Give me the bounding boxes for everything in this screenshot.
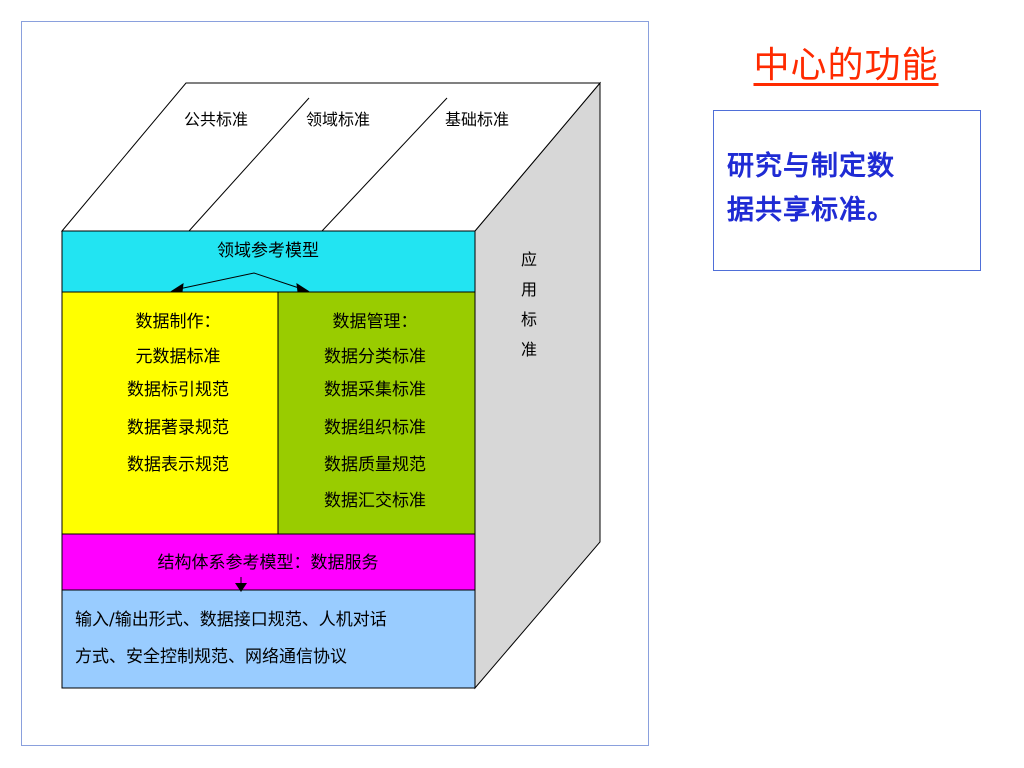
description-text: 研究与制定数 据共享标准。 <box>727 145 970 233</box>
data-production-item: 数据表示规范 <box>127 455 229 475</box>
data-production-item: 元数据标准 <box>136 347 221 367</box>
io-block <box>61 589 476 689</box>
top-label-domain: 领域标准 <box>306 110 370 129</box>
data-management-title: 数据管理： <box>333 312 418 332</box>
diagram-frame: 公共标准 领域标准 基础标准 应 用 标 准 领域参考模型 数据制作： 元数据标… <box>21 21 649 746</box>
domain-model-label: 领域参考模型 <box>217 241 319 261</box>
data-management-item: 数据分类标准 <box>324 347 426 367</box>
top-label-public: 公共标准 <box>184 110 248 129</box>
data-management-block <box>277 291 476 535</box>
data-management-item: 数据组织标准 <box>324 418 426 438</box>
io-line-2: 方式、安全控制规范、网络通信协议 <box>75 647 347 667</box>
domain-model-band <box>61 230 476 293</box>
data-production-block <box>61 291 279 535</box>
data-production-title: 数据制作： <box>136 312 221 332</box>
side-label-char-4: 准 <box>521 340 537 359</box>
top-divider-1 <box>188 97 310 232</box>
description-line: 研究与制定数 <box>727 151 895 182</box>
data-production-item: 数据著录规范 <box>127 418 229 438</box>
side-label-char-2: 用 <box>521 280 537 299</box>
description-box: 研究与制定数 据共享标准。 <box>713 110 981 271</box>
down-arrow-icon <box>235 577 247 592</box>
data-management-item: 数据质量规范 <box>324 455 426 475</box>
side-label-char-3: 标 <box>521 310 537 329</box>
description-line: 据共享标准。 <box>727 195 895 226</box>
center-function-title: 中心的功能 <box>753 45 939 86</box>
standards-cube-diagram: 公共标准 领域标准 基础标准 应 用 标 准 领域参考模型 数据制作： 元数据标… <box>60 81 602 690</box>
data-management-item: 数据采集标准 <box>324 380 426 400</box>
side-label-char-1: 应 <box>521 250 537 269</box>
bidirectional-arrow-icon <box>170 272 310 293</box>
io-line-1: 输入/输出形式、数据接口规范、人机对话 <box>75 610 387 630</box>
top-divider-2 <box>321 97 448 232</box>
top-label-basic: 基础标准 <box>445 110 509 129</box>
data-production-item: 数据标引规范 <box>127 380 229 400</box>
architecture-model-label: 结构体系参考模型：数据服务 <box>158 553 379 573</box>
data-management-item: 数据汇交标准 <box>324 491 426 511</box>
